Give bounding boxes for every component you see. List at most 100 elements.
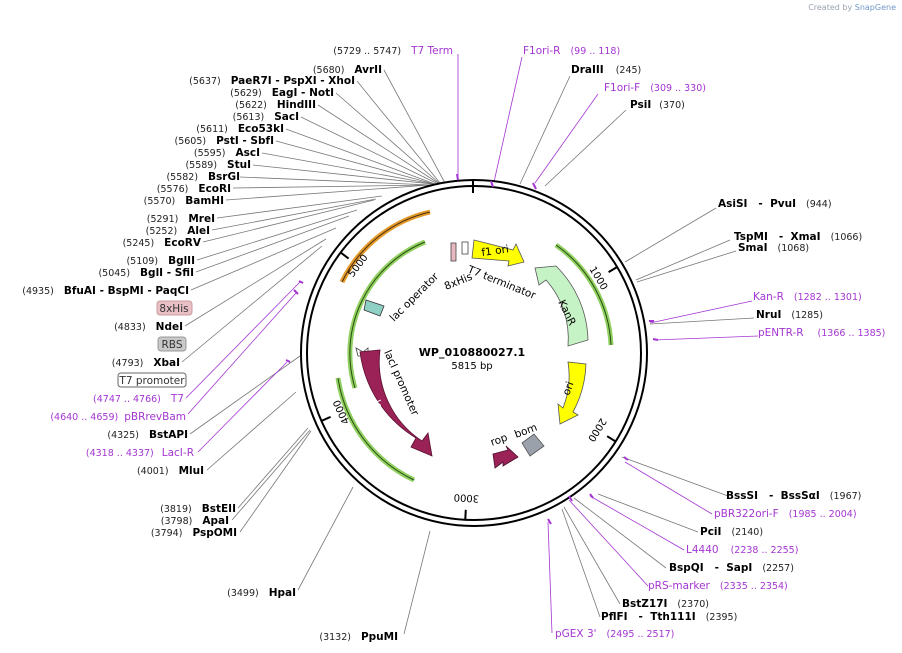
- feature-lac-operator: [363, 299, 385, 317]
- site-label-bsteii: BstEII: [202, 503, 236, 515]
- backbone-ring: [300, 179, 648, 527]
- svg-text:pENTR-R(1366 .. 1385): pENTR-R(1366 .. 1385): [758, 327, 885, 339]
- svg-text:pBR322ori-F(1985 .. 2004): pBR322ori-F(1985 .. 2004): [714, 508, 857, 520]
- plasmid-name: WP_010880027.1: [419, 346, 525, 359]
- site-label-psppomi: PspOMI: [192, 527, 237, 539]
- svg-text:(5582)BsrGI: (5582)BsrGI: [166, 171, 240, 183]
- site-label-stui: StuI: [227, 159, 251, 171]
- svg-text:NruI(1285): NruI(1285): [756, 309, 823, 321]
- feature-label-rop: rop: [489, 432, 510, 449]
- svg-text:(5570)BamHI: (5570)BamHI: [144, 195, 224, 207]
- site-label-ecori: EcoRI: [198, 183, 231, 195]
- tick-mark: [464, 509, 467, 520]
- site-label-pbr322ori-f: pBR322ori-F: [714, 508, 779, 520]
- site-label-pgex3: pGEX 3': [555, 628, 597, 640]
- tick-mark: [321, 415, 331, 422]
- svg-text:(5252)AleI: (5252)AleI: [146, 225, 210, 237]
- site-label-smai: SmaI: [738, 242, 768, 254]
- svg-text:pRS-marker(2335 .. 2354): pRS-marker(2335 .. 2354): [648, 580, 788, 592]
- svg-text:F1ori-R(99 .. 118): F1ori-R(99 .. 118): [523, 45, 620, 57]
- boxed-labels: 8xHis RBS T7 promoter: [117, 300, 193, 388]
- svg-text:(5729 .. 5747)T7 Term: (5729 .. 5747)T7 Term: [333, 45, 453, 57]
- site-label-saci: SacI: [274, 111, 299, 123]
- site-label-bstapi: BstAPI: [149, 429, 188, 441]
- right-labels: F1ori-R(99 .. 118) DraIII(245) F1ori-F(3…: [523, 45, 885, 640]
- site-label-bamhi: BamHI: [185, 195, 224, 207]
- primer-marks: [285, 173, 659, 525]
- svg-text:(5576)EcoRI: (5576)EcoRI: [157, 183, 231, 195]
- site-label-bsrgi: BsrGI: [208, 171, 240, 183]
- site-label-hpai: HpaI: [269, 587, 296, 599]
- svg-text:BstZ17I(2370): BstZ17I(2370): [622, 598, 709, 610]
- tick-label: 3000: [453, 491, 479, 503]
- site-label-bfuai: BfuAI - BspMI - PaqCI: [64, 285, 189, 297]
- feature-laci: [359, 349, 433, 457]
- svg-text:(3819)BstEII: (3819)BstEII: [160, 503, 236, 515]
- tick-mark: [606, 435, 617, 443]
- site-label-prs-marker: pRS-marker: [648, 580, 711, 592]
- svg-text:(4747 .. 4766)T7: (4747 .. 4766)T7: [93, 393, 184, 405]
- leader-lines: [181, 54, 759, 635]
- feature-label-lac-operator: lac operator: [388, 270, 442, 324]
- boxed-label-8xhis: 8xHis: [159, 303, 188, 315]
- site-label-asci: AscI: [235, 147, 260, 159]
- site-label-pbrrevbam: pBRrevBam: [124, 411, 186, 423]
- boxed-label-t7-promoter: T7 promoter: [118, 375, 185, 387]
- site-label-bstz17i: BstZ17I: [622, 598, 667, 610]
- svg-text:(5605)PstI - SbfI: (5605)PstI - SbfI: [174, 135, 274, 147]
- site-label-paer7i: PaeR7I - PspXI - XhoI: [231, 75, 355, 87]
- svg-text:L4440(2238 .. 2255): L4440(2238 .. 2255): [686, 544, 798, 556]
- site-label-mlui: MluI: [179, 465, 204, 477]
- svg-text:PsiI(370): PsiI(370): [630, 99, 685, 111]
- feature-kanr: [534, 265, 589, 347]
- site-label-bsssi: BssSI - BssSαI: [726, 490, 820, 502]
- feature-8xhis: [450, 242, 457, 262]
- site-label-ecorv: EcoRV: [164, 237, 202, 249]
- site-label-nrui: NruI: [756, 309, 781, 321]
- svg-text:PciI(2140): PciI(2140): [700, 526, 763, 538]
- site-label-f1ori-r: F1ori-R: [523, 45, 560, 57]
- site-label-bgli: BglI - SfiI: [140, 267, 194, 279]
- site-label-t7: T7: [170, 393, 184, 405]
- site-label-l4440: L4440: [686, 544, 719, 556]
- boxed-label-rbs: RBS: [162, 339, 183, 351]
- svg-text:(3794)PspOMI: (3794)PspOMI: [151, 527, 237, 539]
- svg-text:(3132)PpuMI: (3132)PpuMI: [319, 631, 398, 643]
- svg-text:(4935)BfuAI - BspMI - Pa: (4935)BfuAI - BspMI - PaqCI: [22, 285, 189, 297]
- svg-text:DraIII(245): DraIII(245): [571, 64, 641, 76]
- site-label-ndei: NdeI: [156, 321, 183, 333]
- svg-text:pGEX 3'(2495 .. 2517): pGEX 3'(2495 .. 2517): [555, 628, 674, 640]
- site-label-eagi: EagI - NotI: [272, 87, 334, 99]
- site-label-bspqi: BspQI - SapI: [669, 562, 752, 574]
- site-label-eco53ki: Eco53kI: [238, 123, 284, 135]
- site-label-t7-term: T7 Term: [410, 45, 453, 57]
- site-label-psti: PstI - SbfI: [216, 135, 274, 147]
- site-label-ppumi: PpuMI: [361, 631, 398, 643]
- svg-text:F1ori-F(309 .. 330): F1ori-F(309 .. 330): [604, 82, 706, 94]
- svg-text:(3798)ApaI: (3798)ApaI: [161, 515, 229, 527]
- tick-mark: [340, 251, 350, 260]
- feature-label-f1-ori: f1 ori: [481, 243, 510, 259]
- svg-text:AsiSI - PvuI(944): AsiSI - PvuI(944): [718, 198, 832, 210]
- svg-text:(5245)EcoRV: (5245)EcoRV: [123, 237, 202, 249]
- tick-label: 2000: [585, 416, 608, 443]
- site-label-apai: ApaI: [202, 515, 229, 527]
- svg-text:(4640 .. 4659)pBRrevBam: (4640 .. 4659)pBRrevBam: [50, 411, 186, 423]
- snapgene-credit: Created by SnapGene: [808, 3, 896, 12]
- site-label-xbai: XbaI: [153, 357, 180, 369]
- boxed-label-t7-promoter-bg: [117, 372, 187, 388]
- left-labels: (5729 .. 5747)T7 Term (5680)AvrII (5637)…: [22, 45, 453, 643]
- credit-prefix: Created by: [808, 3, 853, 12]
- plasmid-size: 5815 bp: [451, 361, 492, 372]
- svg-text:TspMI - XmaI(1066): TspMI - XmaI(1066): [734, 231, 862, 243]
- svg-text:Kan-R(1282 .. 1301): Kan-R(1282 .. 1301): [753, 291, 862, 303]
- boxed-label-8xhis-bg: [156, 300, 193, 316]
- credit-brand: SnapGene: [854, 3, 896, 12]
- site-label-avrii: AvrII: [354, 64, 382, 76]
- tick-mark: [608, 266, 618, 273]
- svg-text:BssSI - BssSαI(1967): BssSI - BssSαI(1967): [726, 490, 861, 502]
- site-label-psii: PsiI: [630, 99, 651, 111]
- site-label-f1ori-f: F1ori-F: [604, 82, 640, 94]
